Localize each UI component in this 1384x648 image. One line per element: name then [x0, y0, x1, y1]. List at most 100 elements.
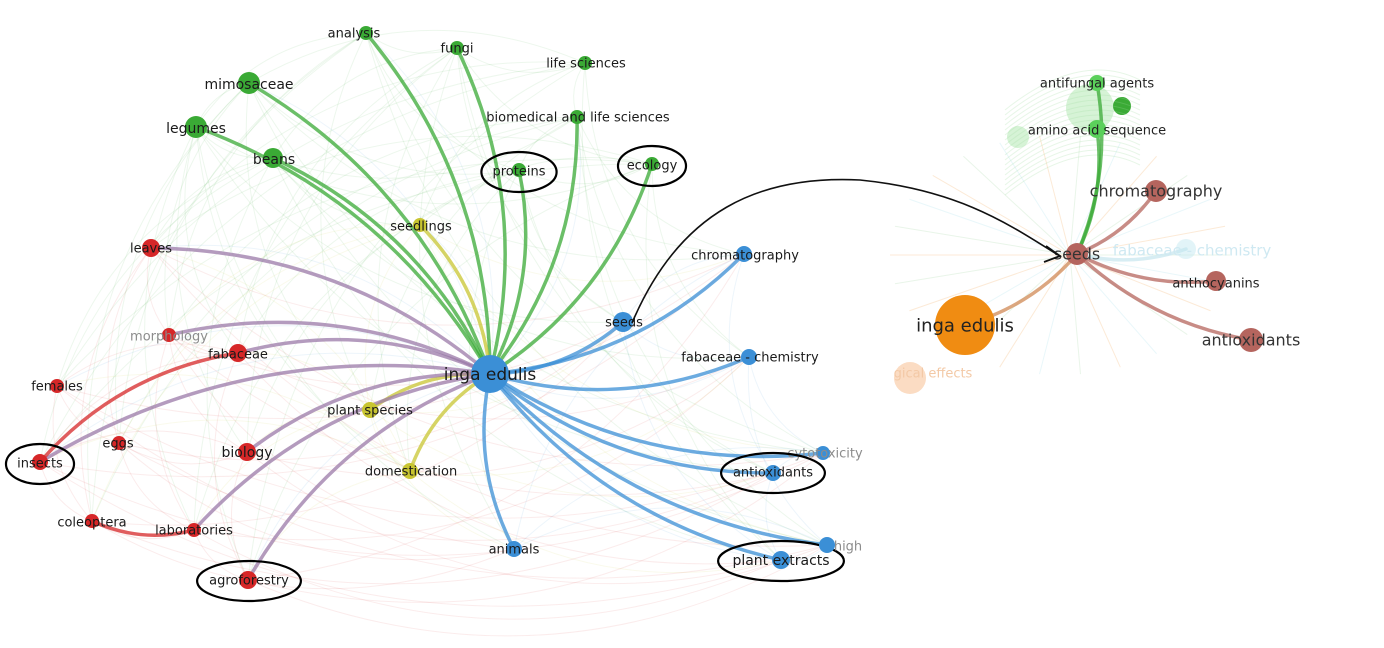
annotation-layer: [631, 178, 1062, 324]
node-life[interactable]: life sciences: [546, 56, 626, 72]
node-legumes[interactable]: legumes: [166, 116, 226, 138]
background-edge: [150, 244, 491, 375]
background-edge: [518, 163, 653, 185]
node-animals[interactable]: animals: [489, 541, 540, 558]
background-edge: [80, 247, 152, 522]
node-chromatography-dot: [736, 246, 752, 262]
node-biology[interactable]: biology: [222, 443, 273, 461]
background-edge: [369, 409, 515, 550]
inset-background: [890, 69, 1230, 375]
node-ecology[interactable]: ecology: [616, 144, 688, 188]
node-inga[interactable]: inga edulis: [444, 355, 537, 393]
background-edge: [118, 442, 195, 531]
inset-node-i_inga[interactable]: inga edulis: [916, 295, 1014, 355]
node-leaves[interactable]: leaves: [130, 239, 172, 257]
inset-node-i_anthocyanins-dot: [1206, 271, 1226, 291]
edge-fabaceae-insects: [38, 351, 240, 464]
node-chromatography[interactable]: chromatography: [691, 246, 799, 264]
background-edge: [728, 253, 774, 474]
inset-background-edge: [1069, 254, 1211, 312]
node-plantspecies[interactable]: plant species: [327, 402, 413, 419]
node-high[interactable]: high: [819, 537, 862, 555]
node-antioxidants[interactable]: antioxidants: [719, 451, 826, 495]
background-mesh: [39, 29, 828, 637]
background-edge: [195, 126, 653, 205]
node-coleoptera-label: coleoptera: [57, 516, 126, 531]
background-edge: [489, 116, 581, 375]
node-seedlings[interactable]: seedlings: [390, 218, 452, 235]
inset-node-i_fabchem[interactable]: fabaceae - chemistry: [1113, 239, 1272, 259]
background-edge: [168, 116, 578, 336]
inset-node-i_seeds[interactable]: seeds: [1054, 243, 1101, 265]
node-morphology[interactable]: morphology: [130, 328, 208, 345]
background-edge: [247, 544, 828, 637]
background-edge: [107, 247, 152, 444]
background-edge: [237, 47, 458, 354]
background-edge: [118, 224, 421, 444]
node-mimosaceae-label: mimosaceae: [204, 77, 293, 93]
background-edge: [168, 334, 774, 496]
background-edge: [150, 247, 745, 326]
background-edge: [193, 356, 750, 541]
background-edge: [365, 32, 494, 375]
inset-node-i_antioxidants[interactable]: antioxidants: [1202, 328, 1301, 352]
node-insects[interactable]: insects: [4, 442, 76, 486]
inset-node-i_antifungal-label: antifungal agents: [1040, 77, 1154, 92]
inset-node-i_antifungal-dot: [1089, 75, 1105, 91]
edge-inga-legumes: [194, 125, 492, 376]
inset-background-edge: [1069, 135, 1081, 256]
node-life-dot: [578, 56, 592, 70]
node-females[interactable]: females: [31, 379, 83, 395]
background-edge: [237, 169, 520, 354]
edge-inga-morphology: [167, 320, 492, 376]
node-beans[interactable]: beans: [253, 148, 295, 168]
node-fabaceae[interactable]: fabaceae: [208, 344, 268, 363]
node-laboratories[interactable]: laboratories: [155, 523, 233, 539]
edge-inga-biology: [245, 371, 492, 454]
edge-inga-seedlings: [418, 223, 492, 376]
node-leaves-label: leaves: [130, 242, 172, 257]
inset-node-i_antifungal[interactable]: antifungal agents: [1040, 75, 1154, 92]
node-seeds[interactable]: seeds: [605, 312, 643, 332]
node-proteins-dot: [512, 163, 526, 177]
inset-background-edge: [1004, 89, 1141, 131]
inset-node-i_amino[interactable]: amino acid sequence: [1028, 120, 1166, 139]
node-fungi[interactable]: fungi: [441, 41, 474, 57]
background-edge: [576, 116, 824, 454]
node-biomed[interactable]: biomedical and life sciences: [486, 110, 670, 126]
node-mimosaceae[interactable]: mimosaceae: [204, 72, 294, 94]
inset-background-edge: [1004, 154, 1141, 196]
inset-node-i_logical[interactable]: gical effects: [894, 362, 973, 394]
background-edge: [144, 126, 197, 531]
background-edge: [155, 334, 195, 531]
node-proteins[interactable]: proteins: [480, 150, 558, 194]
node-eggs[interactable]: eggs: [102, 436, 134, 452]
inset-background-edge: [1004, 124, 1141, 166]
background-edge: [365, 32, 828, 546]
inset-node-i_anthocyanins[interactable]: anthocyanins: [1172, 271, 1260, 292]
node-eggs-dot: [112, 436, 126, 450]
node-proteins-label: proteins: [493, 165, 546, 180]
inset-background-edge: [1004, 149, 1141, 191]
edge-inga-fungi: [455, 46, 507, 376]
edge-inga-biomed: [488, 115, 579, 376]
node-fabchem[interactable]: fabaceae - chemistry: [681, 349, 819, 366]
background-edge: [576, 116, 828, 546]
node-domestication[interactable]: domestication: [365, 463, 457, 480]
node-cytotoxicity[interactable]: cytotoxicity: [787, 446, 863, 462]
edge-inga-mimosaceae: [247, 81, 492, 376]
background-edge: [168, 32, 367, 336]
node-animals-dot: [506, 541, 522, 557]
background-edge: [195, 32, 367, 128]
background-edge: [231, 451, 249, 581]
node-eggs-label: eggs: [102, 437, 134, 452]
node-coleoptera[interactable]: coleoptera: [57, 514, 127, 531]
node-plantextracts[interactable]: plant extracts: [716, 539, 845, 583]
highlight-circle-agroforestry: [196, 559, 303, 603]
node-analysis[interactable]: analysis: [328, 26, 381, 42]
background-edge: [748, 356, 824, 454]
background-edge: [39, 253, 745, 478]
inset-node-i_chrom[interactable]: chromatography: [1090, 180, 1223, 202]
node-agroforestry[interactable]: agroforestry: [196, 559, 303, 603]
inset-background-edge: [1004, 99, 1141, 141]
